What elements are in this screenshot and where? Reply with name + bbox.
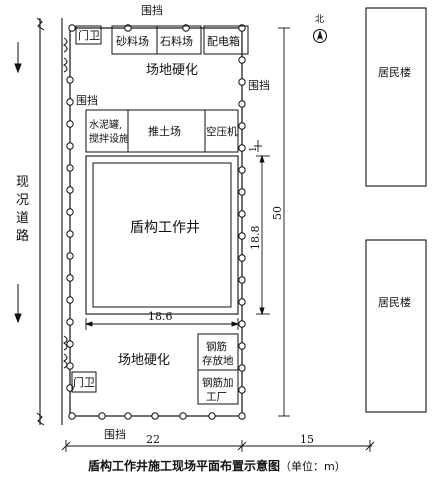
- label-hardened-top: 场地硬化: [146, 63, 198, 78]
- fence-post: [238, 122, 246, 130]
- fence-post: [66, 230, 74, 238]
- label-rebar-storage-1: 钢筋: [206, 340, 227, 353]
- label-soil-yard: 推土场: [148, 124, 181, 138]
- dim-bottom: [61, 440, 375, 452]
- label-rebar-storage-2: 存放地: [202, 354, 234, 367]
- road: [39, 18, 63, 425]
- road-char-2: 况: [16, 193, 29, 208]
- fence-post: [238, 210, 246, 218]
- rebar-facilities: [197, 333, 239, 405]
- fence-post: [66, 98, 74, 106]
- caption-title: 盾构工作井施工现场平面布置示意图: [88, 458, 280, 473]
- fence-post: [238, 78, 246, 86]
- road-char-4: 路: [16, 228, 29, 244]
- dim-label-shaft-width: 18.6: [148, 310, 173, 323]
- fence-post: [238, 342, 246, 350]
- fence-post: [238, 144, 246, 152]
- caption-unit: （单位：m）: [280, 459, 346, 473]
- dim-label-gap: 15: [300, 433, 314, 446]
- label-rebar-factory-2: 工厂: [206, 391, 227, 403]
- fence-post: [238, 100, 246, 108]
- fence-post: [66, 186, 74, 194]
- label-stone-yard: 石料场: [160, 34, 193, 48]
- road-arrows: [14, 42, 22, 324]
- middle-facilities: [85, 109, 239, 153]
- fence-post: [238, 166, 246, 174]
- fence-post: [208, 412, 216, 420]
- label-sand-yard: 砂料场: [116, 34, 149, 48]
- fence-post: [68, 24, 76, 32]
- label-fence-right: 围挡: [248, 78, 270, 92]
- gate-breaks: [36, 17, 45, 426]
- fence-post: [66, 142, 74, 150]
- fence-post: [66, 362, 74, 370]
- label-residential-top: 居民楼: [378, 65, 411, 79]
- fence-post: [238, 56, 246, 64]
- fence-post: [66, 252, 74, 260]
- label-fence-bottom: 围挡: [104, 427, 126, 441]
- label-shaft: 盾构工作井: [130, 220, 200, 236]
- label-power-box: 配电箱: [207, 34, 240, 48]
- fence-post: [151, 412, 159, 420]
- fence-post: [238, 188, 246, 196]
- fence-post: [68, 412, 76, 420]
- fence-post: [66, 120, 74, 128]
- label-fence-left: 围挡: [76, 93, 98, 107]
- label-residential-bottom: 居民楼: [378, 295, 411, 309]
- fence-post: [66, 296, 74, 304]
- fence-post: [238, 320, 246, 328]
- fence-post: [98, 412, 106, 420]
- label-north: 北: [315, 14, 324, 25]
- label-cement-1: 水泥罐,: [89, 118, 122, 131]
- fence-post: [238, 298, 246, 306]
- dim-vertical: [254, 27, 290, 417]
- top-facilities: [75, 25, 249, 55]
- fence-gate-marks: [63, 37, 68, 369]
- shield-shaft: [85, 155, 239, 315]
- label-cement-2: 搅拌设施: [89, 132, 129, 145]
- fence-post: [66, 164, 74, 172]
- fence-post: [66, 340, 74, 348]
- fence-post: [238, 386, 246, 394]
- residential-buildings: [365, 7, 427, 413]
- fence-post: [66, 208, 74, 216]
- label-guard-top: 门卫: [78, 28, 100, 42]
- guard-house-bottom: [71, 371, 97, 393]
- dim-label-site-length: 50: [271, 206, 284, 220]
- label-rebar-factory-1: 钢筋加: [202, 376, 234, 389]
- label-air-compressor: 空压机: [206, 125, 238, 138]
- fence-post: [238, 412, 246, 420]
- road-char-1: 现: [16, 175, 29, 190]
- fence-post: [238, 232, 246, 240]
- fence-post: [238, 254, 246, 262]
- label-hardened-bottom: 场地硬化: [118, 353, 170, 368]
- label-fence-top: 围挡: [141, 3, 163, 17]
- fence-post: [238, 276, 246, 284]
- north-compass-icon: [312, 28, 328, 44]
- svg-text:盾构工作井施工现场平面布置示意图（单位：m）: 盾构工作井施工现场平面布置示意图（单位：m）: [88, 458, 346, 473]
- fence-post: [66, 76, 74, 84]
- fence-post: [124, 412, 132, 420]
- dim-shaft-width: [84, 318, 240, 330]
- fence-post: [66, 318, 74, 326]
- label-guard-bottom: 门卫: [73, 375, 95, 389]
- fence-posts: [66, 24, 246, 420]
- dim-label-site-width: 22: [146, 433, 160, 446]
- dim-label-small-offset: 1: [249, 146, 259, 152]
- road-char-3: 道: [16, 211, 29, 226]
- fence-post: [238, 364, 246, 372]
- fence-post: [179, 412, 187, 420]
- fence-post: [66, 274, 74, 282]
- dim-label-shaft-height: 18.8: [249, 226, 262, 251]
